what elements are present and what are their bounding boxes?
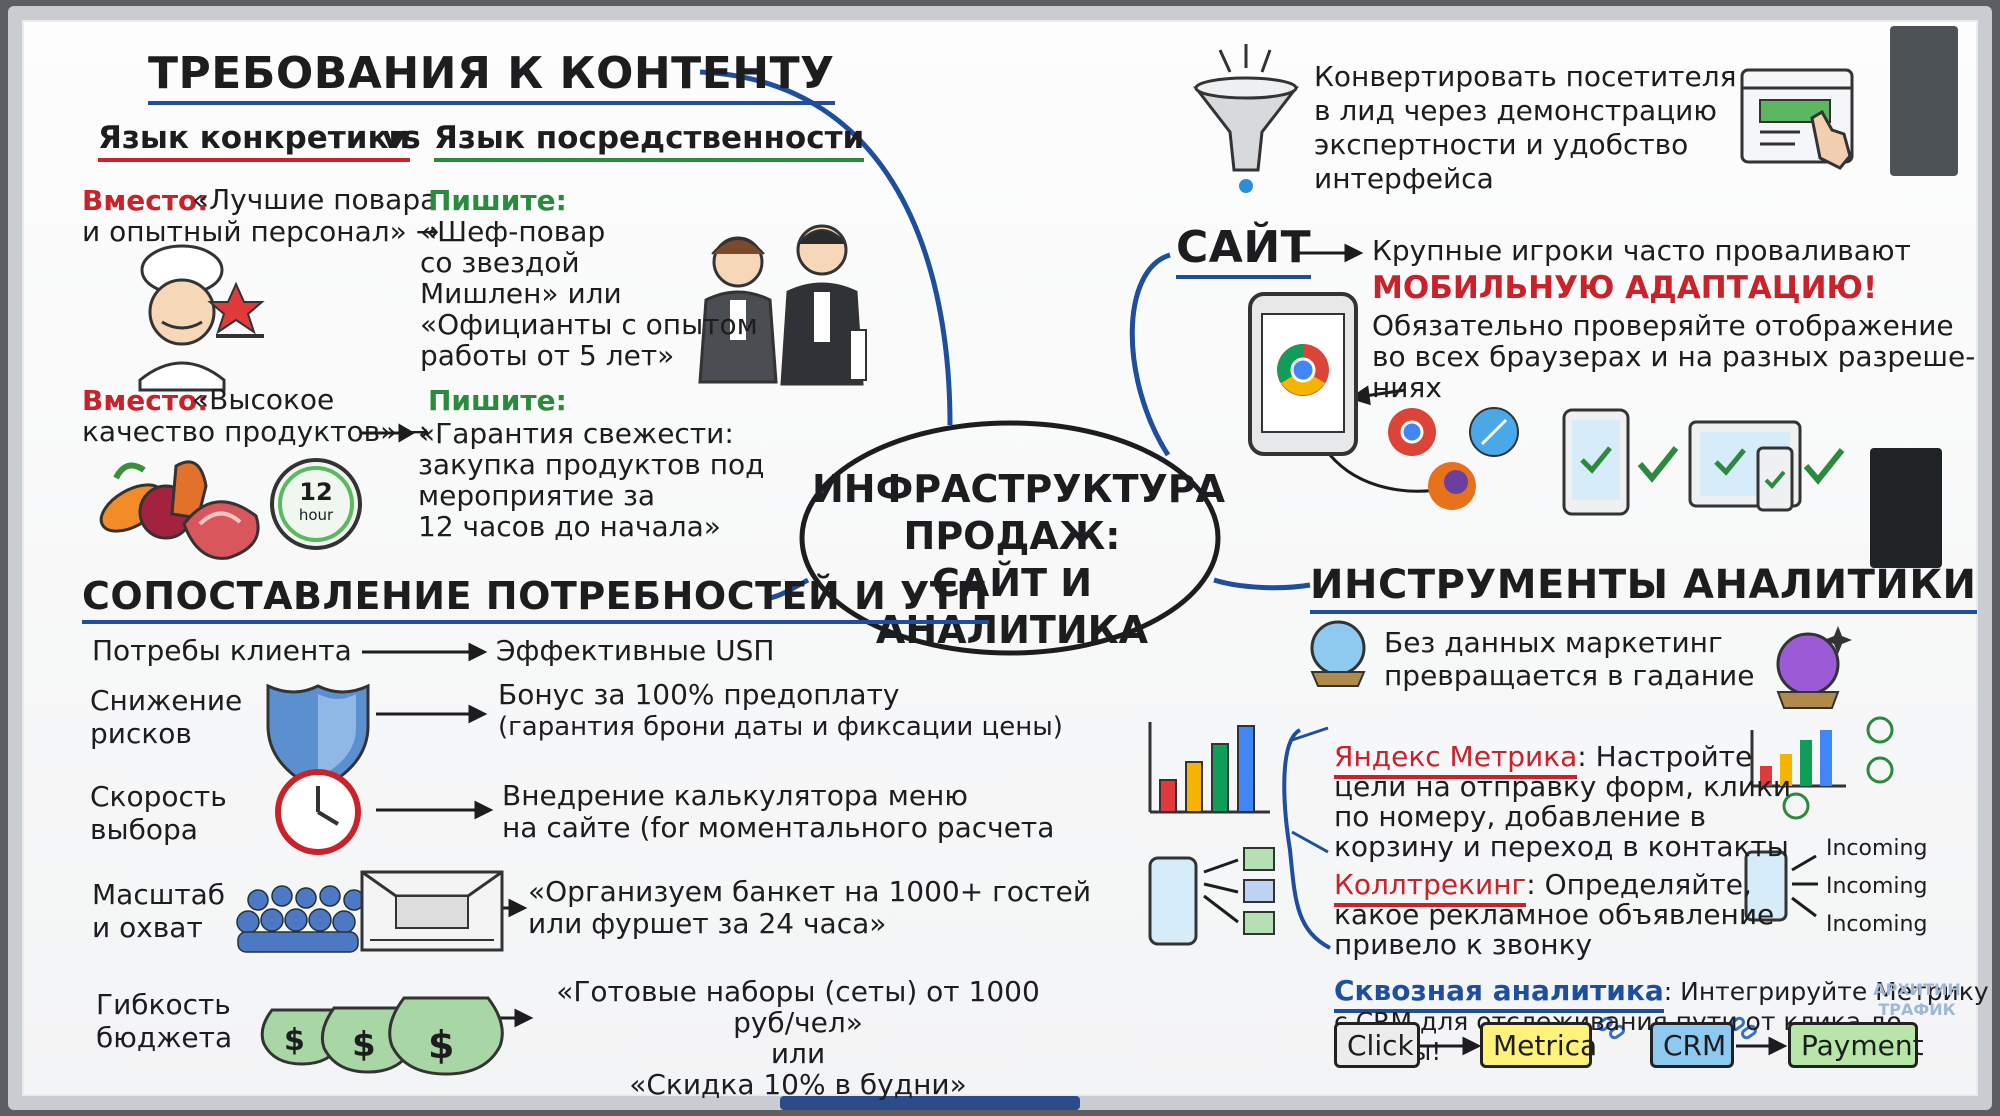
calltracking-name: Коллтрекинг [1334, 868, 1527, 907]
magnet-top-right [1890, 26, 1958, 176]
clock-icon [275, 769, 361, 855]
example2-instead-text: «Высокое качество продуктов» → [82, 383, 430, 448]
clock-number: 12 [299, 478, 333, 506]
magnet-mid-right [1870, 448, 1942, 568]
example1-instead-label: Вместо: [82, 184, 209, 217]
site-players-text: Крупные игроки часто проваливают [1372, 234, 1911, 267]
content-heading: ТРЕБОВАНИЯ К КОНТЕНТУ [148, 48, 835, 105]
money-bags-icon: $ $ $ [260, 996, 504, 1076]
device-checks-icon [1562, 408, 1845, 516]
calltracking-text: : Определяйте, какое рекламное объявлени… [1334, 868, 1775, 961]
calltracking-entry: Коллтрекинг: Определяйте, какое рекламно… [1334, 840, 1774, 960]
chef-illustration [138, 244, 265, 392]
usp-row2-need: Скорость выбора [90, 780, 227, 846]
metrika-entry: Яндекс Метрика: Настройте цели на отправ… [1334, 712, 1791, 862]
usp-row4-need: Гибкость бюджета [96, 988, 233, 1054]
branch-analytics [1213, 577, 1311, 591]
watermark: АРХИТИН ТРАФИК [1873, 980, 1961, 1019]
example1-write-text: «Шеф-повар со звездой Мишлен» или «Офици… [420, 215, 758, 372]
incoming-label-3: Incoming [1826, 912, 1928, 937]
example1-instead-text: «Лучшие повара и опытный персонал» → [82, 183, 440, 248]
crystal-ball-left-icon [1310, 620, 1366, 687]
flow-crm-box: CRM [1650, 1022, 1734, 1068]
site-check-text: Обязательно проверяйте отображение во вс… [1372, 309, 1976, 404]
example2-write-label: Пишите: [428, 384, 567, 417]
calltracking-phone-icon [1148, 847, 1788, 946]
metrika-name: Яндекс Метрика [1334, 740, 1578, 779]
lang-mediocre-label: Язык посредственности [434, 120, 865, 162]
incoming-label-2: Incoming [1826, 874, 1928, 899]
phone-chrome-icon [1248, 292, 1358, 456]
svg-text:$: $ [428, 1023, 454, 1067]
usp-row2-usp: Внедрение калькулятора меню на сайте (fo… [502, 779, 1055, 844]
vegetables-illustration [99, 460, 260, 560]
small-bar-chart-icon [1750, 716, 1894, 820]
banquet-hall-icon [360, 870, 504, 952]
svg-text:$: $ [352, 1025, 376, 1065]
analytics-brace [1282, 728, 1331, 950]
website-touch-icon [1740, 68, 1854, 170]
browser-icons [1388, 407, 1519, 510]
incoming-label-1: Incoming [1826, 836, 1928, 861]
bar-chart-icon [1148, 722, 1270, 814]
crystal-ball-right-icon [1776, 626, 1852, 709]
usp-heading: СОПОСТАВЛЕНИЕ ПОТРЕБНОСТЕЙ И УТП [82, 574, 989, 624]
funnel-icon [1192, 44, 1300, 193]
flow-click-box: Click [1334, 1022, 1420, 1068]
site-heading: САЙТ [1176, 222, 1312, 279]
svg-text:$: $ [284, 1023, 305, 1058]
center-ellipse [799, 420, 1221, 656]
waiters-illustration [698, 224, 867, 386]
usp-row1-usp: Бонус за 100% предоплату [498, 678, 900, 711]
usp-row1-need: Снижение рисков [90, 684, 243, 750]
branch-usp [769, 577, 810, 601]
usp-row3-usp: «Организуем банкет на 1000+ гостей или ф… [528, 875, 1092, 940]
usp-usp-header: Эффективные USП [496, 634, 775, 667]
analytics-fortune-text: Без данных маркетинг превращается в гада… [1384, 626, 1755, 692]
lang-concrete-label: Язык конкретики [98, 120, 411, 162]
flow-metrica-box: Metrica [1480, 1022, 1597, 1068]
site-goal-text: Конвертировать посетителя в лид через де… [1314, 60, 1737, 195]
usp-need-header: Потребы клиента [92, 634, 352, 667]
example2-write-text: «Гарантия свежести: закупка продуктов по… [418, 417, 765, 543]
branch-content [699, 69, 953, 426]
crowd-icon [236, 885, 365, 953]
e2e-name: Сквозная аналитика [1334, 974, 1664, 1013]
marker-tray [780, 1096, 1080, 1110]
clock-unit: hour [298, 506, 334, 524]
center-title: ИНФРАСТРУКТУРА ПРОДАЖ: САЙТ И АНАЛИТИКА [812, 467, 1226, 652]
usp-row4-usp: «Готовые наборы (сеты) от 1000 руб/чел» … [556, 975, 1040, 1101]
analytics-heading: ИНСТРУМЕНТЫ АНАЛИТИКИ [1310, 562, 1977, 614]
vs-label: vs [382, 120, 421, 156]
clock-12-hour-icon [270, 458, 362, 550]
metrika-text: : Настройте цели на отправку форм, клики… [1334, 740, 1792, 863]
example2-instead-label: Вместо: [82, 384, 209, 417]
usp-row1-note: (гарантия брони даты и фиксации цены) [498, 712, 1063, 742]
usp-row3-need: Масштаб и охват [92, 878, 226, 944]
example1-write-label: Пишите: [428, 184, 567, 217]
branch-site [1129, 252, 1171, 457]
shield-icon [266, 683, 370, 792]
site-mobile-warning: МОБИЛЬНУЮ АДАПТАЦИЮ! [1372, 270, 1878, 306]
flow-payment-box: Payment [1788, 1022, 1924, 1068]
